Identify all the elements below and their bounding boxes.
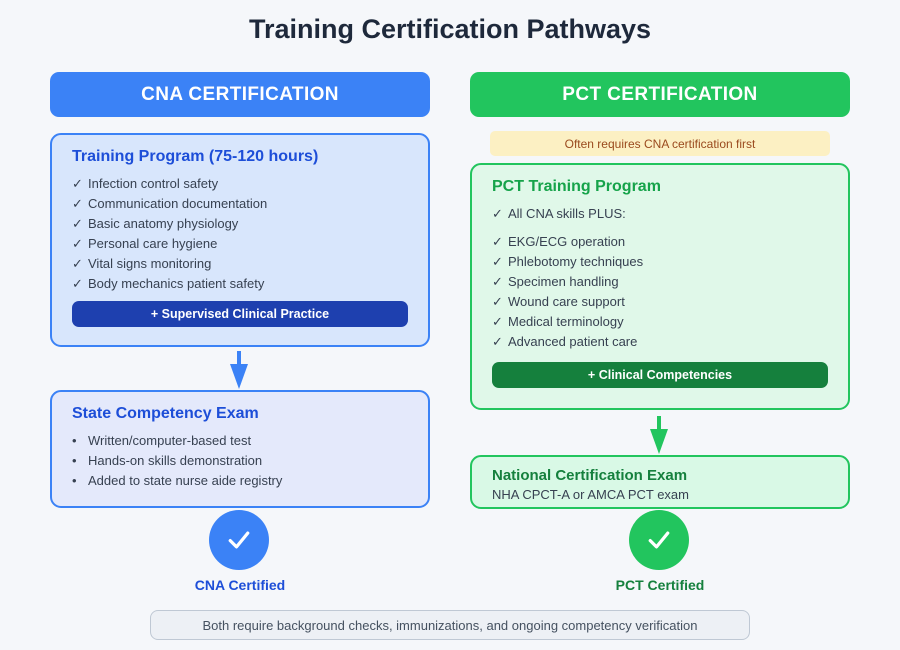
list-item-text: All CNA skills PLUS: [508,206,626,221]
pct-check-circle [629,510,689,570]
list-item: ✓ Communication documentation [72,194,408,214]
clinical-competencies-badge: + Clinical Competencies [492,362,828,388]
list-item: • Added to state nurse aide registry [72,471,408,491]
pct-column-header: PCT CERTIFICATION [470,72,850,117]
cna-exam-title: State Competency Exam [72,405,259,422]
list-item: ✓ Wound care support [492,292,828,312]
list-item-text: Vital signs monitoring [88,256,212,271]
check-icon: ✓ [492,206,503,221]
cna-exam-panel: State Competency Exam • Written/computer-… [50,390,430,508]
list-item: • Written/computer-based test [72,431,408,451]
check-icon [228,531,250,549]
list-item: ✓ Vital signs monitoring [72,254,408,274]
list-item-text: Written/computer-based test [88,433,252,448]
check-icon: ✓ [492,274,503,289]
list-item-text: EKG/ECG operation [508,234,626,249]
check-icon: ✓ [72,276,83,291]
page-title: Training Certification Pathways [248,14,652,44]
bullet-icon: • [72,473,77,488]
check-icon: ✓ [492,234,503,249]
pct-exam-subtitle: NHA CPCT-A or AMCA PCT exam [492,487,689,502]
list-item: ✓ Infection control safety [72,174,408,194]
check-icon: ✓ [72,196,83,211]
list-item-text: Phlebotomy techniques [508,254,644,269]
list-item-text: Body mechanics patient safety [88,276,265,291]
cna-column-header: CNA CERTIFICATION [50,72,430,117]
pct-training-panel: PCT Training Program ✓ All CNA skills PLU… [470,163,850,410]
list-item: ✓ Basic anatomy physiology [72,214,408,234]
bullet-icon: • [72,433,77,448]
check-icon [648,531,670,549]
spacer [492,224,828,232]
check-icon: ✓ [72,216,83,231]
check-icon: ✓ [492,254,503,269]
list-item-text: Advanced patient care [508,334,638,349]
list-item: ✓ Medical terminology [492,312,828,332]
list-item-text: Specimen handling [508,274,619,289]
down-arrow-icon [649,416,669,454]
check-icon: ✓ [72,256,83,271]
list-item: ✓ Advanced patient care [492,332,828,352]
check-icon: ✓ [72,236,83,251]
footer-note: Both require background checks, immuniza… [150,610,750,640]
list-item: ✓ EKG/ECG operation [492,232,828,252]
down-arrow-icon [229,351,249,389]
check-icon: ✓ [492,314,503,329]
check-icon: ✓ [72,176,83,191]
list-item-text: Added to state nurse aide registry [88,473,283,488]
cna-certified-label: CNA Certified [194,577,286,593]
bullet-icon: • [72,453,77,468]
list-item-text: Medical terminology [508,314,624,329]
pct-certified-label: PCT Certified [615,577,705,593]
list-item-text: Hands-on skills demonstration [88,453,263,468]
list-item-text: Wound care support [508,294,625,309]
check-icon: ✓ [492,334,503,349]
pct-prerequisite-note: Often requires CNA certification first [490,131,830,156]
pct-exam-panel: National Certification Exam NHA CPCT-A o… [470,455,850,509]
list-item-text: Communication documentation [88,196,268,211]
list-item-text: Infection control safety [88,176,219,191]
list-item-text: Personal care hygiene [88,236,218,251]
list-item: • Hands-on skills demonstration [72,451,408,471]
cna-check-circle [209,510,269,570]
list-item-text: Basic anatomy physiology [88,216,239,231]
pct-exam-title: National Certification Exam [492,467,688,484]
check-icon: ✓ [492,294,503,309]
pct-training-title: PCT Training Program [492,178,661,195]
cna-training-title: Training Program (75-120 hours) [72,148,319,165]
cna-training-panel: Training Program (75-120 hours) ✓ Infecti… [50,133,430,347]
list-item: ✓ Specimen handling [492,272,828,292]
list-item: ✓ Phlebotomy techniques [492,252,828,272]
list-item: ✓ Body mechanics patient safety [72,274,408,294]
supervised-clinical-practice-badge: + Supervised Clinical Practice [72,301,408,327]
list-item: ✓ Personal care hygiene [72,234,408,254]
list-item: ✓ All CNA skills PLUS: [492,204,828,224]
